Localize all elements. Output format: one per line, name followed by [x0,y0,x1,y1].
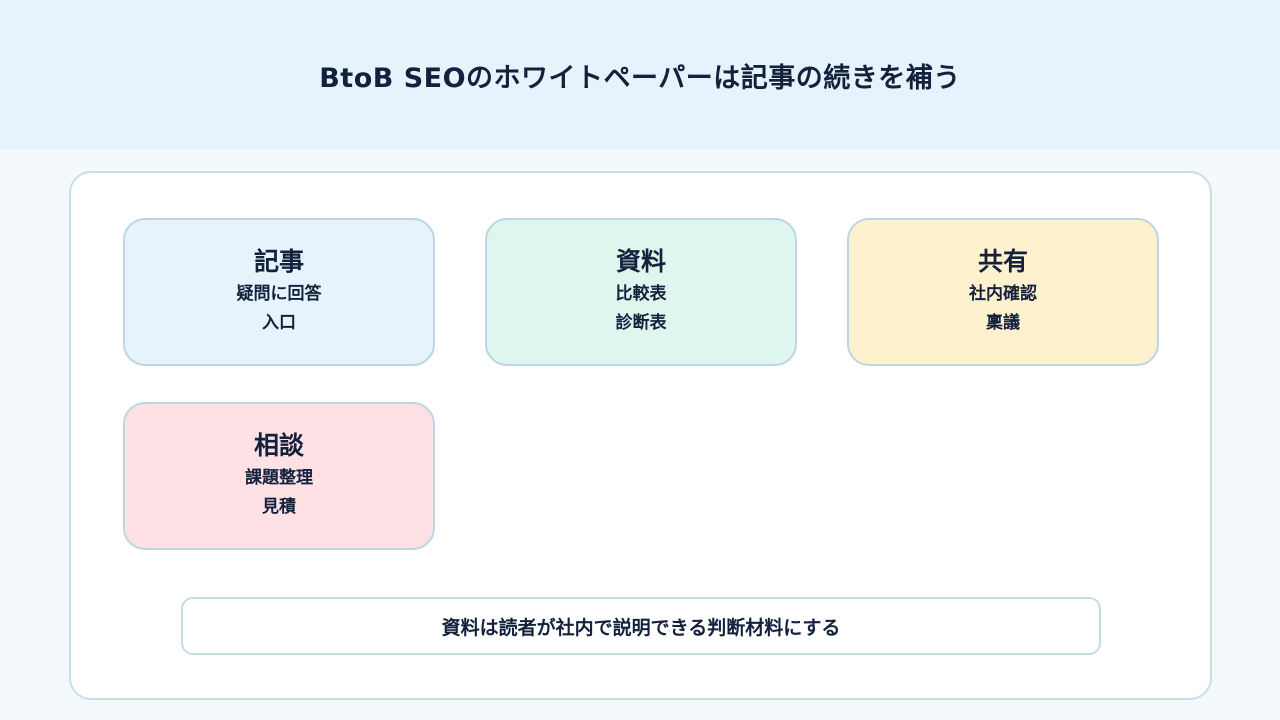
card-title: 記事 [253,247,304,276]
card-consultation: 相談 課題整理 見積 [123,402,435,550]
card-line: 課題整理 [245,468,313,488]
card-line: 入口 [262,313,296,333]
card-title: 共有 [977,247,1028,276]
header-banner: BtoB SEOのホワイトペーパーは記事の続きを補う [0,0,1280,150]
summary-note: 資料は読者が社内で説明できる判断材料にする [181,597,1101,655]
card-line: 社内確認 [969,284,1037,304]
card-title: 相談 [253,431,304,460]
card-article: 記事 疑問に回答 入口 [123,218,435,366]
diagram-panel: 記事 疑問に回答 入口 資料 比較表 診断表 共有 社内確認 稟議 相談 課題整… [69,171,1212,700]
card-share: 共有 社内確認 稟議 [847,218,1159,366]
card-title: 資料 [615,247,666,276]
card-line: 稟議 [986,313,1020,333]
card-material: 資料 比較表 診断表 [485,218,797,366]
card-line: 比較表 [615,284,667,304]
card-line: 疑問に回答 [236,284,322,304]
card-line: 診断表 [615,313,667,333]
page-title: BtoB SEOのホワイトペーパーは記事の続きを補う [319,62,961,94]
card-line: 見積 [262,497,296,517]
